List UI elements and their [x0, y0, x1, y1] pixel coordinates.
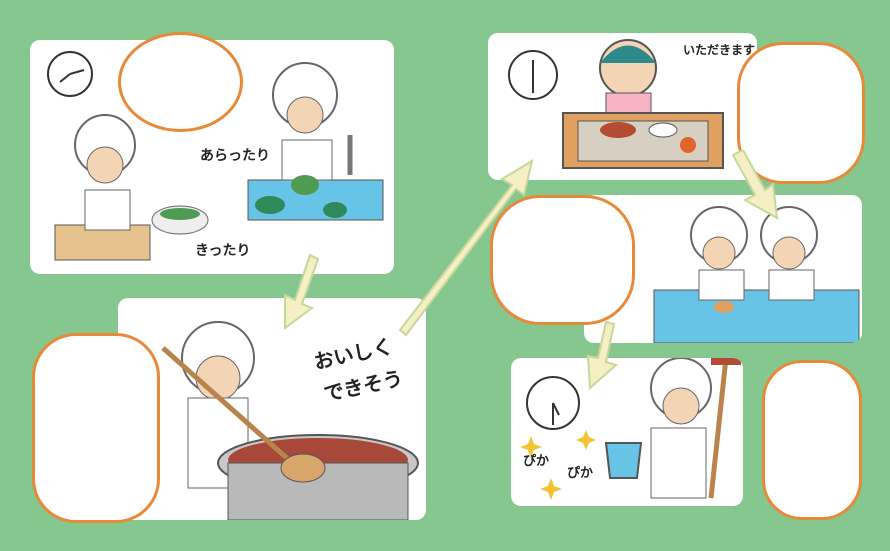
cooking-illustration [161, 321, 419, 520]
caption-shiny-1: ぴか [523, 454, 550, 469]
meal-tray-icon [562, 112, 724, 169]
prep-illustration [47, 51, 384, 261]
caption-itadakimasu: いただきます [683, 43, 756, 57]
panel-cooking: おいしく できそう [118, 298, 426, 520]
caption-cut: きったり [195, 243, 251, 259]
arrow-prep-to-cooking [284, 253, 320, 330]
arrow-eating-to-washing [731, 150, 779, 220]
panel-eating: いただきます [488, 33, 757, 180]
speech-bubble-prep [118, 32, 243, 132]
eating-illustration [508, 39, 724, 169]
clock-icon [47, 51, 93, 97]
caption-shiny-2: ぴか [567, 466, 594, 481]
clock-icon [508, 50, 558, 100]
panel-cleaning: ぴか ぴか [511, 358, 743, 506]
clock-icon [526, 376, 580, 430]
caption-washed: あらったり [200, 148, 270, 164]
speech-bubble-eating [737, 42, 865, 184]
arrow-washing-to-cleaning [586, 320, 619, 390]
arrow-cooking-to-eating [398, 158, 534, 337]
washing-dishes-illustration [653, 206, 860, 343]
bucket-icon [604, 442, 643, 479]
mop-icon [708, 358, 741, 499]
sparkle-icon [520, 430, 596, 500]
speech-bubble-washing [490, 195, 635, 325]
speech-bubble-cleaning [762, 360, 862, 520]
cleaning-illustration [520, 358, 741, 500]
speech-bubble-cooking [32, 333, 160, 523]
